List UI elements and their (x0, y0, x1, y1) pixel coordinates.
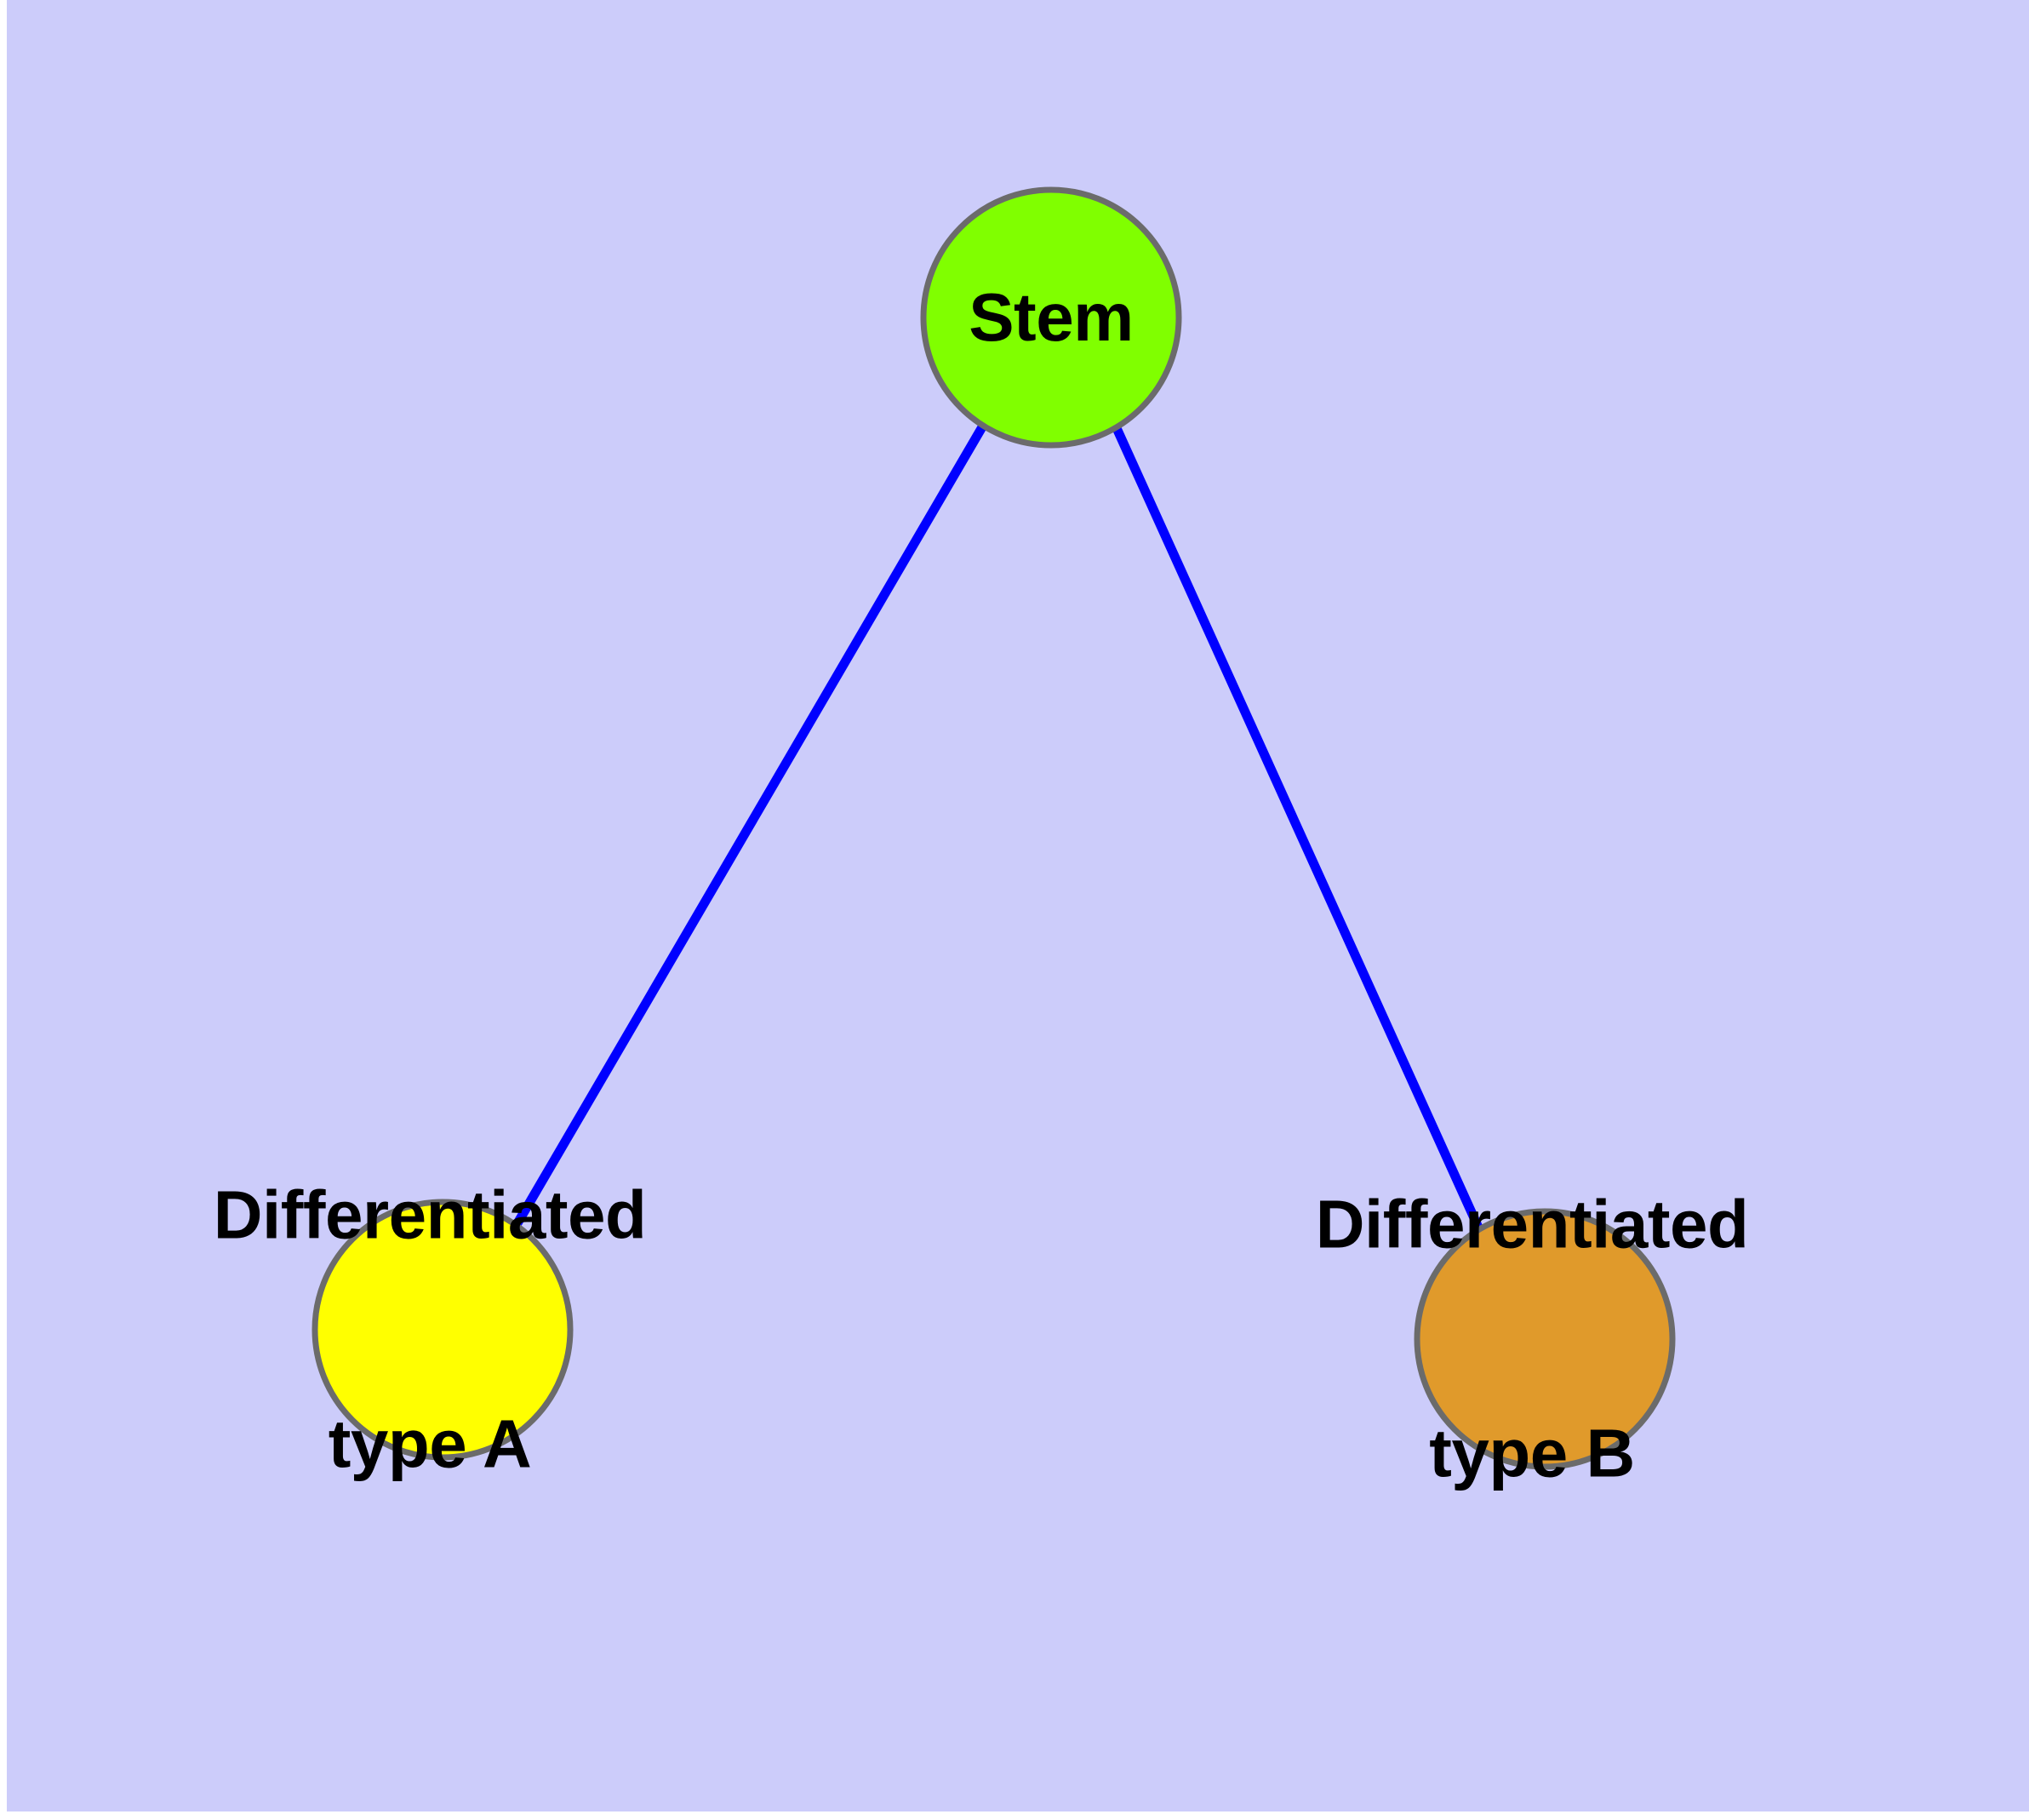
edge-stem-to-differentiated-type-a (513, 423, 987, 1226)
edge-stem-to-differentiated-type-b (1112, 426, 1484, 1232)
node-differentiated-type-a[interactable] (311, 1199, 574, 1461)
node-differentiated-type-b[interactable] (1414, 1208, 1676, 1470)
node-stem[interactable] (920, 186, 1182, 449)
edges-group (513, 423, 1484, 1232)
nodes-group (311, 186, 1676, 1470)
